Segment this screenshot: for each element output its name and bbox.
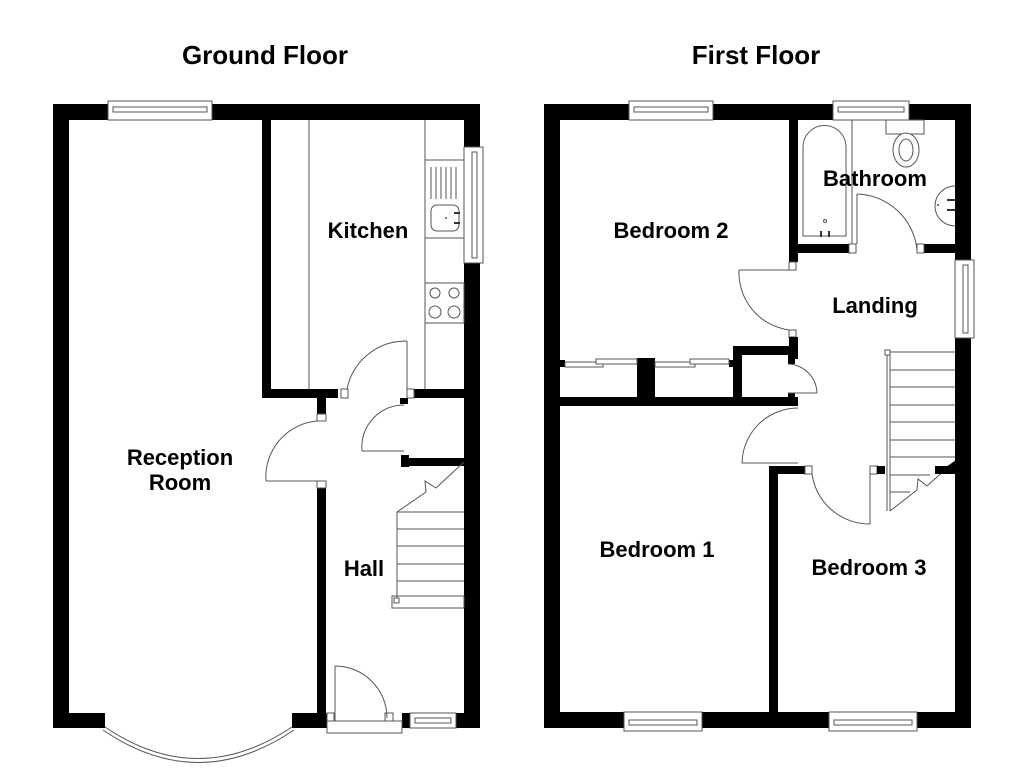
bedroom3-top-wall-a bbox=[769, 466, 805, 474]
room-label-bedroom1: Bedroom 1 bbox=[599, 537, 715, 562]
bathroom-left-wall bbox=[789, 120, 798, 262]
ground-floor-plan bbox=[53, 100, 484, 763]
ff-left-wall bbox=[544, 104, 560, 728]
gf-left-wall bbox=[53, 104, 69, 728]
toilet-icon bbox=[892, 132, 920, 168]
bedroom3-window-icon bbox=[828, 711, 918, 732]
wardrobe-divider bbox=[637, 358, 655, 406]
gf-bottom-wall-post bbox=[402, 713, 410, 728]
ff-right-wall bbox=[955, 104, 971, 728]
bedroom-divider-wall bbox=[560, 397, 798, 406]
wardrobe-stub bbox=[560, 360, 565, 367]
reception-label-line1: Reception bbox=[126, 445, 234, 470]
hall-wall-top bbox=[317, 398, 326, 414]
staircase-icon bbox=[391, 461, 465, 609]
bedroom2-wall-stub bbox=[789, 253, 798, 262]
room-label-bathroom: Bathroom bbox=[823, 166, 927, 191]
bathroom-bottom-wall-b bbox=[924, 244, 955, 253]
kitchen-left-wall bbox=[262, 120, 271, 398]
bathroom-window-icon bbox=[832, 100, 910, 121]
bay-window-icon bbox=[102, 726, 295, 763]
bedroom1-window-icon bbox=[623, 711, 703, 732]
toilet-cistern bbox=[885, 119, 925, 135]
room-label-bedroom2: Bedroom 2 bbox=[613, 218, 729, 243]
first-floor-title: First Floor bbox=[691, 40, 821, 70]
reception-door[interactable] bbox=[265, 413, 327, 489]
room-label-kitchen: Kitchen bbox=[327, 218, 409, 243]
reception-label-line2: Room bbox=[148, 470, 212, 495]
bedroom2-door[interactable] bbox=[738, 261, 797, 338]
room-label-hall: Hall bbox=[343, 556, 385, 581]
hall-window-icon bbox=[409, 712, 457, 729]
tap-icon bbox=[454, 222, 460, 224]
gf-bottom-wall-right bbox=[456, 713, 480, 728]
bedroom3-door[interactable] bbox=[811, 466, 871, 525]
bathroom-bottom-wall-a bbox=[789, 244, 849, 253]
ground-floor-title: Ground Floor bbox=[181, 40, 349, 70]
room-label-reception: Reception Room bbox=[110, 445, 250, 495]
drainer-icon bbox=[430, 167, 457, 199]
gf-bottom-wall-left bbox=[53, 713, 105, 728]
landing-window-icon bbox=[954, 259, 975, 339]
kitchen-door[interactable] bbox=[340, 340, 415, 399]
room-label-landing: Landing bbox=[832, 293, 918, 318]
bath-icon bbox=[802, 125, 847, 237]
first-floor-plan bbox=[544, 100, 975, 732]
airing-cupboard-left bbox=[733, 346, 742, 406]
kitchen-bottom-wall-a bbox=[262, 389, 338, 398]
airing-cupboard-top bbox=[733, 346, 798, 355]
cupboard-wall-b bbox=[401, 458, 464, 466]
kitchen-bottom-wall-b bbox=[414, 389, 464, 398]
cupboard-door[interactable] bbox=[361, 404, 405, 452]
bedroom2-window-icon bbox=[628, 100, 714, 121]
bedroom3-left-wall bbox=[769, 466, 778, 716]
tap-icon bbox=[454, 212, 460, 214]
cupboard-wall-stub bbox=[788, 355, 795, 364]
bedroom1-door[interactable] bbox=[741, 407, 799, 464]
front-door[interactable] bbox=[326, 665, 403, 734]
airing-cupboard-door[interactable] bbox=[787, 363, 818, 394]
bathroom-door[interactable] bbox=[848, 193, 925, 254]
window-icon bbox=[107, 100, 213, 121]
staircase-icon bbox=[884, 349, 956, 512]
hall-wall-bottom bbox=[317, 488, 326, 728]
kitchen-window-icon bbox=[463, 146, 484, 264]
cupboard-wall-stub bbox=[788, 393, 795, 399]
wardrobe-icon bbox=[564, 358, 730, 368]
kitchen-window-glass bbox=[471, 151, 478, 259]
basin-icon bbox=[934, 185, 956, 227]
room-label-bedroom3: Bedroom 3 bbox=[811, 555, 927, 580]
cupboard-wall-stub bbox=[400, 398, 408, 404]
wardrobe-stub bbox=[729, 360, 734, 367]
window-glass bbox=[112, 106, 208, 113]
bedroom3-top-wall-b bbox=[877, 466, 885, 474]
sink-drain bbox=[445, 217, 447, 219]
